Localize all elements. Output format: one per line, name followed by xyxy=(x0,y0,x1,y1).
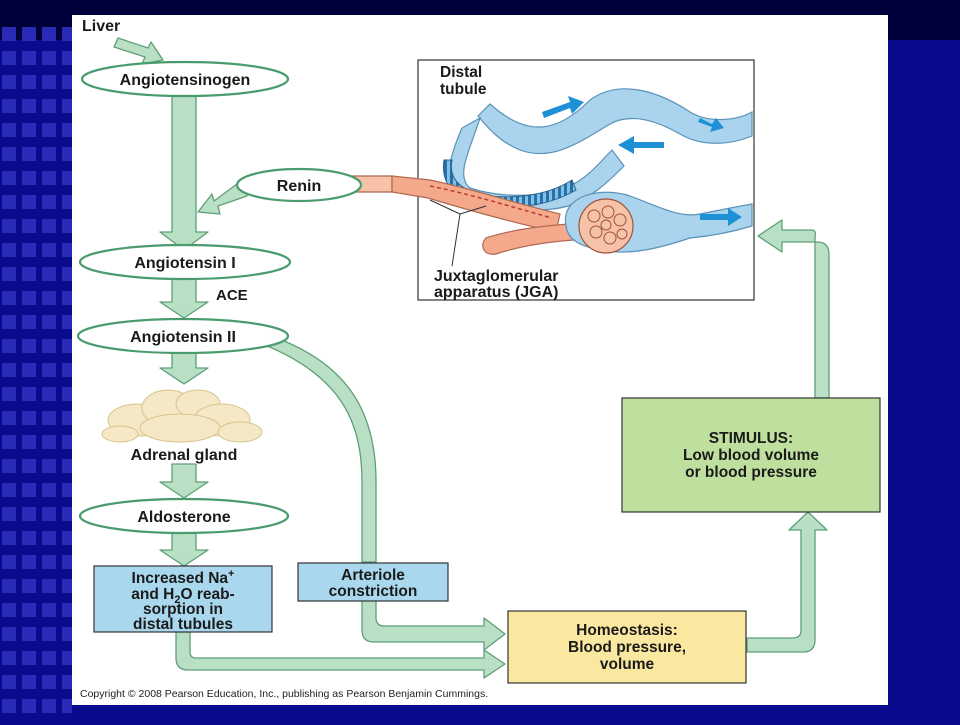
glomerulus-capillaries xyxy=(587,205,628,245)
ace-label: ACE xyxy=(216,287,248,304)
adrenal-gland-label: Adrenal gland xyxy=(131,447,238,464)
arteriole-constriction-box: Arteriole constriction xyxy=(297,562,449,602)
angiotensinogen-label: Angiotensinogen xyxy=(120,72,251,89)
slide-side-pattern xyxy=(0,20,72,720)
angiotensin2-label: Angiotensin II xyxy=(130,329,236,346)
oval-renin: Renin xyxy=(235,167,393,203)
distal-tubule-shape xyxy=(477,88,753,155)
stimulus-line3: or blood pressure xyxy=(685,464,817,481)
homeostasis-line2: Blood pressure, xyxy=(568,639,686,656)
stimulus-line1: STIMULUS: xyxy=(709,430,793,447)
flow-arrows xyxy=(542,96,742,226)
oval-angiotensin1: Angiotensin I xyxy=(78,243,292,281)
jga-label-1: Juxtaglomerular xyxy=(434,268,558,285)
arrow-to-reabsorption xyxy=(159,531,209,567)
stimulus-line2: Low blood volume xyxy=(683,447,819,464)
liver-label: Liver xyxy=(82,18,120,35)
copyright-text: Copyright © 2008 Pearson Education, Inc.… xyxy=(80,688,488,700)
homeostasis-line1: Homeostasis: xyxy=(576,622,678,639)
arrows xyxy=(113,37,830,679)
arrow-homeostasis-stimulus xyxy=(746,511,828,653)
reabsorption-box: Increased Na+ and H2O reab- sorption in … xyxy=(93,565,273,633)
arrow-ace xyxy=(159,277,209,319)
arteriole-line2: constriction xyxy=(329,583,418,600)
arrow-to-arteriole xyxy=(251,332,377,563)
arrow-renin xyxy=(197,177,248,215)
reabsorption-line4: distal tubules xyxy=(133,616,233,633)
oval-aldosterone: Aldosterone xyxy=(78,497,290,535)
arrow-reabsorption-homeostasis xyxy=(175,631,506,679)
homeostasis-box: Homeostasis: Blood pressure, volume xyxy=(507,610,747,684)
aldosterone-label: Aldosterone xyxy=(137,509,230,526)
jga-inset: Distal tubule Juxtaglomerular apparatus … xyxy=(391,59,755,301)
stimulus-box: STIMULUS: Low blood volume or blood pres… xyxy=(621,397,881,513)
jga-pointer xyxy=(429,199,487,267)
angiotensin1-label: Angiotensin I xyxy=(134,255,235,272)
glomerulus xyxy=(578,198,634,254)
oval-angiotensin2: Angiotensin II xyxy=(76,317,290,355)
reabsorption-line3: sorption in xyxy=(143,601,223,618)
adrenal-gland-illustration xyxy=(101,389,263,443)
jga-label-2: apparatus (JGA) xyxy=(434,284,558,301)
reabsorption-line1: Increased Na+ xyxy=(132,568,235,587)
arrow-to-aldosterone xyxy=(159,463,209,499)
efferent-arteriole xyxy=(482,223,575,255)
arteriole-line1: Arteriole xyxy=(341,567,405,584)
arrow-to-angiotensin1 xyxy=(159,94,209,251)
renin-label: Renin xyxy=(277,178,321,195)
distal-tubule-label-2: tubule xyxy=(440,81,487,98)
distal-tubule-label-1: Distal xyxy=(440,64,482,81)
arrow-stimulus-jga xyxy=(757,219,830,399)
oval-angiotensinogen: Angiotensinogen xyxy=(80,60,290,98)
arrow-arteriole-homeostasis xyxy=(361,599,506,651)
homeostasis-line3: volume xyxy=(600,656,655,673)
reabsorption-line2: and H2O reab- xyxy=(131,586,234,606)
